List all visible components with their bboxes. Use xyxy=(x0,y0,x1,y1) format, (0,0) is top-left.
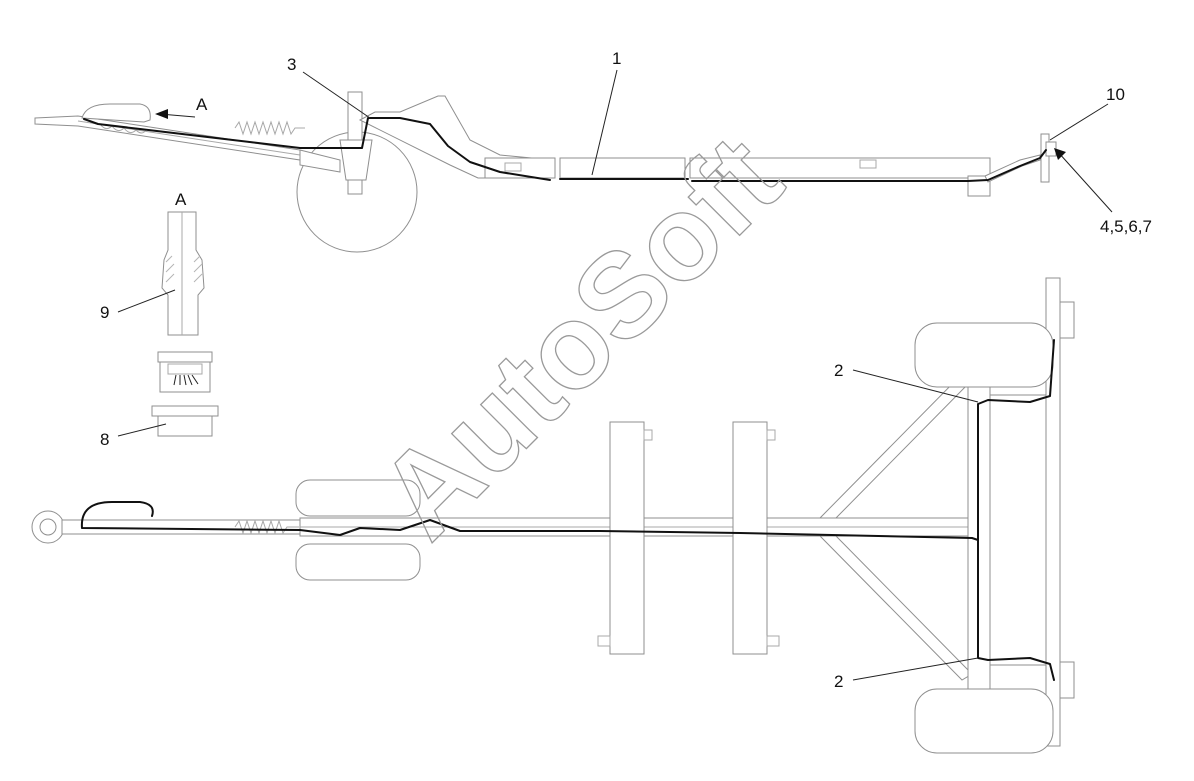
arrow-4567 xyxy=(1054,148,1066,160)
side-rear-lamp xyxy=(1040,133,1050,183)
callout-2-bottom: 2 xyxy=(834,672,843,691)
plan-front-wheel-bottom xyxy=(295,543,421,581)
view-a-hatch xyxy=(165,255,203,283)
view-a-arrowhead xyxy=(155,109,168,119)
plan-rear-lamp-top xyxy=(1059,301,1075,339)
plan-crossmember-1-tab-bottom xyxy=(597,635,611,647)
plan-brace-upper xyxy=(818,373,973,519)
callout-3: 3 xyxy=(287,55,296,74)
view-a-detail xyxy=(151,211,219,437)
view-a-wire-fan xyxy=(173,374,199,386)
plan-wiring-harness xyxy=(80,339,1055,681)
view-a-socket-flange xyxy=(151,405,219,417)
leader-2-bottom xyxy=(852,657,979,681)
side-frame-badge-1 xyxy=(504,162,522,172)
plan-rear-wheel-bottom xyxy=(914,688,1054,754)
side-wiring-harness xyxy=(83,117,1047,182)
side-jack-foot xyxy=(347,179,363,195)
side-tow-bar xyxy=(34,115,301,161)
leader-1 xyxy=(591,69,618,176)
side-hitch-housing xyxy=(81,103,151,123)
plan-rear-lamp-bottom xyxy=(1059,661,1075,699)
view-a-arrow-label: A xyxy=(196,95,208,114)
view-a-socket-body xyxy=(157,415,213,437)
leader-2-top xyxy=(852,369,979,403)
view-a-pin-block xyxy=(167,363,203,375)
leader-9 xyxy=(117,289,176,313)
callout-4567: 4,5,6,7 xyxy=(1100,217,1152,236)
plan-crossmember-2 xyxy=(732,421,768,655)
view-a-plug-body xyxy=(159,361,211,393)
side-frame-section-3 xyxy=(689,157,991,179)
plan-drawbar xyxy=(61,519,303,535)
plan-brace-lower xyxy=(818,535,973,681)
plan-rear-wheel-top xyxy=(914,322,1054,388)
callout-9: 9 xyxy=(100,303,109,322)
callout-1: 1 xyxy=(612,49,621,68)
side-jack-bracket xyxy=(339,139,373,181)
leader-4567 xyxy=(1057,151,1113,213)
plan-crossmember-2-tab-bottom xyxy=(766,635,780,647)
plan-crossmember-2-tab-top xyxy=(766,429,776,441)
leader-8 xyxy=(117,423,167,437)
plan-view xyxy=(31,277,1075,754)
side-spring xyxy=(234,120,305,136)
side-view xyxy=(34,91,1057,253)
view-a-plug-cap xyxy=(157,351,213,363)
side-frame-badge-2 xyxy=(859,159,877,169)
view-a-cable-sleeve xyxy=(161,211,205,336)
plan-crossmember-1-tab-top xyxy=(643,429,653,441)
leader-10 xyxy=(1049,103,1109,141)
callout-2-top: 2 xyxy=(834,361,843,380)
plan-crossmember-1 xyxy=(609,421,645,655)
view-a-title: A xyxy=(175,190,187,209)
callouts: 1 3 10 4,5,6,7 A A 9 8 2 2 xyxy=(100,49,1152,691)
side-main-beam-front xyxy=(299,149,341,173)
leader-3 xyxy=(302,71,371,119)
callout-8: 8 xyxy=(100,430,109,449)
plan-front-wheel-top xyxy=(295,479,421,517)
plan-rear-frame-side xyxy=(989,394,1057,666)
callout-10: 10 xyxy=(1106,85,1125,104)
plan-eye-ring-inner xyxy=(39,518,57,536)
